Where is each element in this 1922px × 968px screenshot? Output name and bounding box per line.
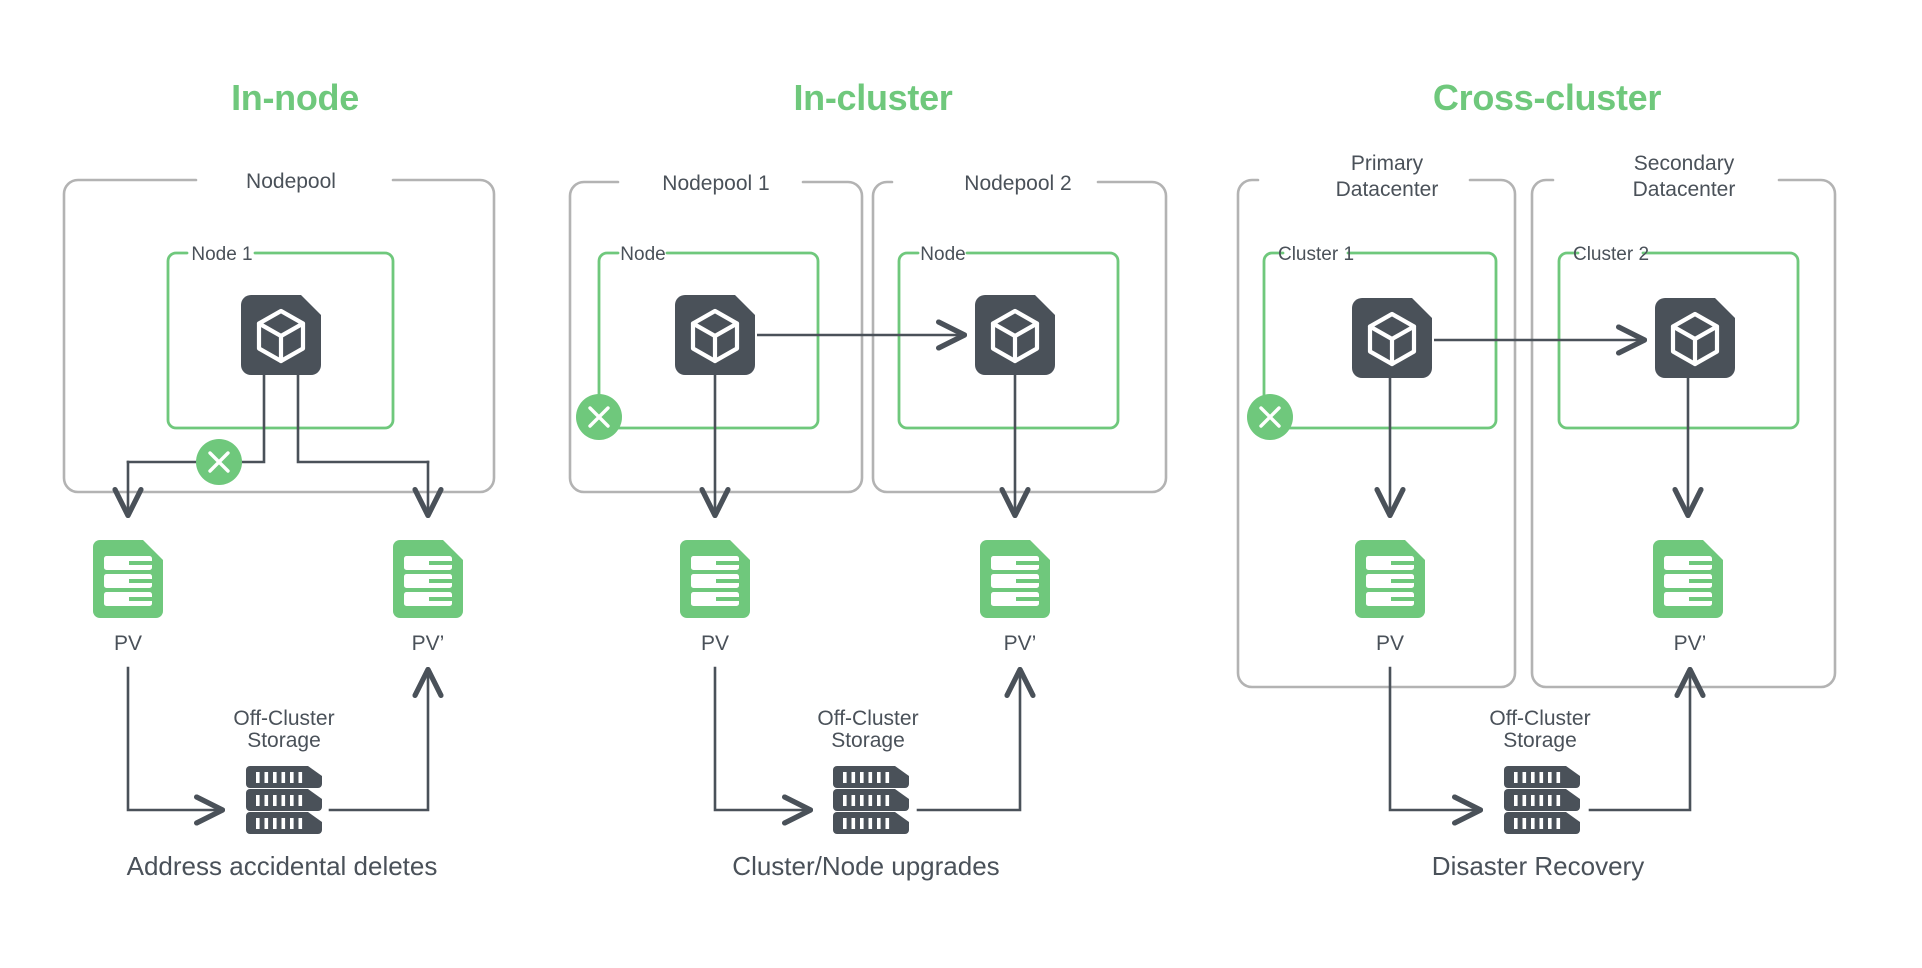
pv-label: PV [114, 632, 142, 655]
storage-label-line2: Storage [1503, 729, 1577, 752]
server-stack-icon [833, 766, 909, 834]
container-cube-icon [675, 295, 755, 375]
panel-caption-in-cluster: Cluster/Node upgrades [732, 851, 999, 881]
outer-box-label-line2: Datacenter [1633, 178, 1736, 201]
container-cube-icon [1352, 298, 1432, 378]
storage-label-line1: Off-Cluster [817, 707, 918, 730]
arrow-pv-to-storage [126, 666, 226, 826]
inner-box-node-1: Node 1 [166, 244, 395, 430]
delete-x-icon [196, 439, 242, 485]
outer-box-label-line2: Datacenter [1336, 178, 1439, 201]
pv-prime-label: PV’ [1004, 632, 1037, 655]
arrow-storage-to-pvprime [328, 666, 444, 812]
storage-label-line1: Off-Cluster [233, 707, 334, 730]
inner-box-label: Node [920, 244, 965, 265]
inner-box-node-right: Node [897, 244, 1120, 430]
connector-node-to-pv [126, 373, 266, 464]
pv-icon [1355, 540, 1425, 618]
storage-label-line2: Storage [831, 729, 905, 752]
panel-in-cluster: In-cluster Nodepool 1 Nodepool 2 Node No… [568, 77, 1168, 881]
arrow-pv-to-storage [713, 666, 814, 826]
pv-label: PV [701, 632, 729, 655]
server-stack-icon [246, 766, 322, 834]
panel-title-in-cluster: In-cluster [793, 77, 952, 118]
panel-in-node: In-node Nodepool Node 1 PV PV’ [62, 77, 496, 881]
container-cube-icon [241, 295, 321, 375]
container-cube-icon [975, 295, 1055, 375]
inner-box-label: Node 1 [191, 244, 252, 265]
pv-label: PV [1376, 632, 1404, 655]
outer-box-label-line1: Secondary [1634, 152, 1735, 175]
panel-title-in-node: In-node [231, 77, 359, 118]
connector-node-to-pvprime [296, 373, 430, 464]
panel-caption-in-node: Address accidental deletes [127, 851, 438, 881]
panel-cross-cluster: Cross-cluster Primary Datacenter Seconda… [1236, 77, 1837, 881]
outer-box-label-line1: Primary [1351, 152, 1424, 175]
pv-prime-icon [1653, 540, 1723, 618]
arrow-storage-to-pvprime [1588, 666, 1706, 812]
delete-x-icon [576, 394, 622, 440]
inner-box-label: Node [620, 244, 665, 265]
pv-icon [680, 540, 750, 618]
storage-label-line1: Off-Cluster [1489, 707, 1590, 730]
delete-x-icon [1247, 394, 1293, 440]
outer-box-label: Nodepool 1 [662, 172, 769, 195]
outer-box-primary-datacenter: Primary Datacenter [1236, 152, 1517, 689]
panel-caption-cross-cluster: Disaster Recovery [1432, 851, 1644, 881]
outer-box-nodepool: Nodepool [62, 170, 496, 494]
inner-box-cluster-2: Cluster 2 [1557, 244, 1800, 430]
inner-box-label: Cluster 1 [1278, 244, 1354, 265]
arrow-storage-to-pvprime [916, 666, 1036, 812]
inner-box-label: Cluster 2 [1573, 244, 1649, 265]
pv-prime-label: PV’ [1674, 632, 1707, 655]
outer-box-label: Nodepool [246, 170, 336, 193]
pv-prime-label: PV’ [412, 632, 445, 655]
arrow-pv-to-storage [1388, 666, 1484, 826]
outer-box-label: Nodepool 2 [964, 172, 1071, 195]
pv-prime-icon [980, 540, 1050, 618]
panel-title-cross-cluster: Cross-cluster [1433, 77, 1661, 118]
pv-icon [93, 540, 163, 618]
storage-label-line2: Storage [247, 729, 321, 752]
pv-prime-icon [393, 540, 463, 618]
server-stack-icon [1504, 766, 1580, 834]
inner-box-node-left: Node [597, 244, 820, 430]
container-cube-icon [1655, 298, 1735, 378]
inner-box-cluster-1: Cluster 1 [1262, 244, 1498, 430]
